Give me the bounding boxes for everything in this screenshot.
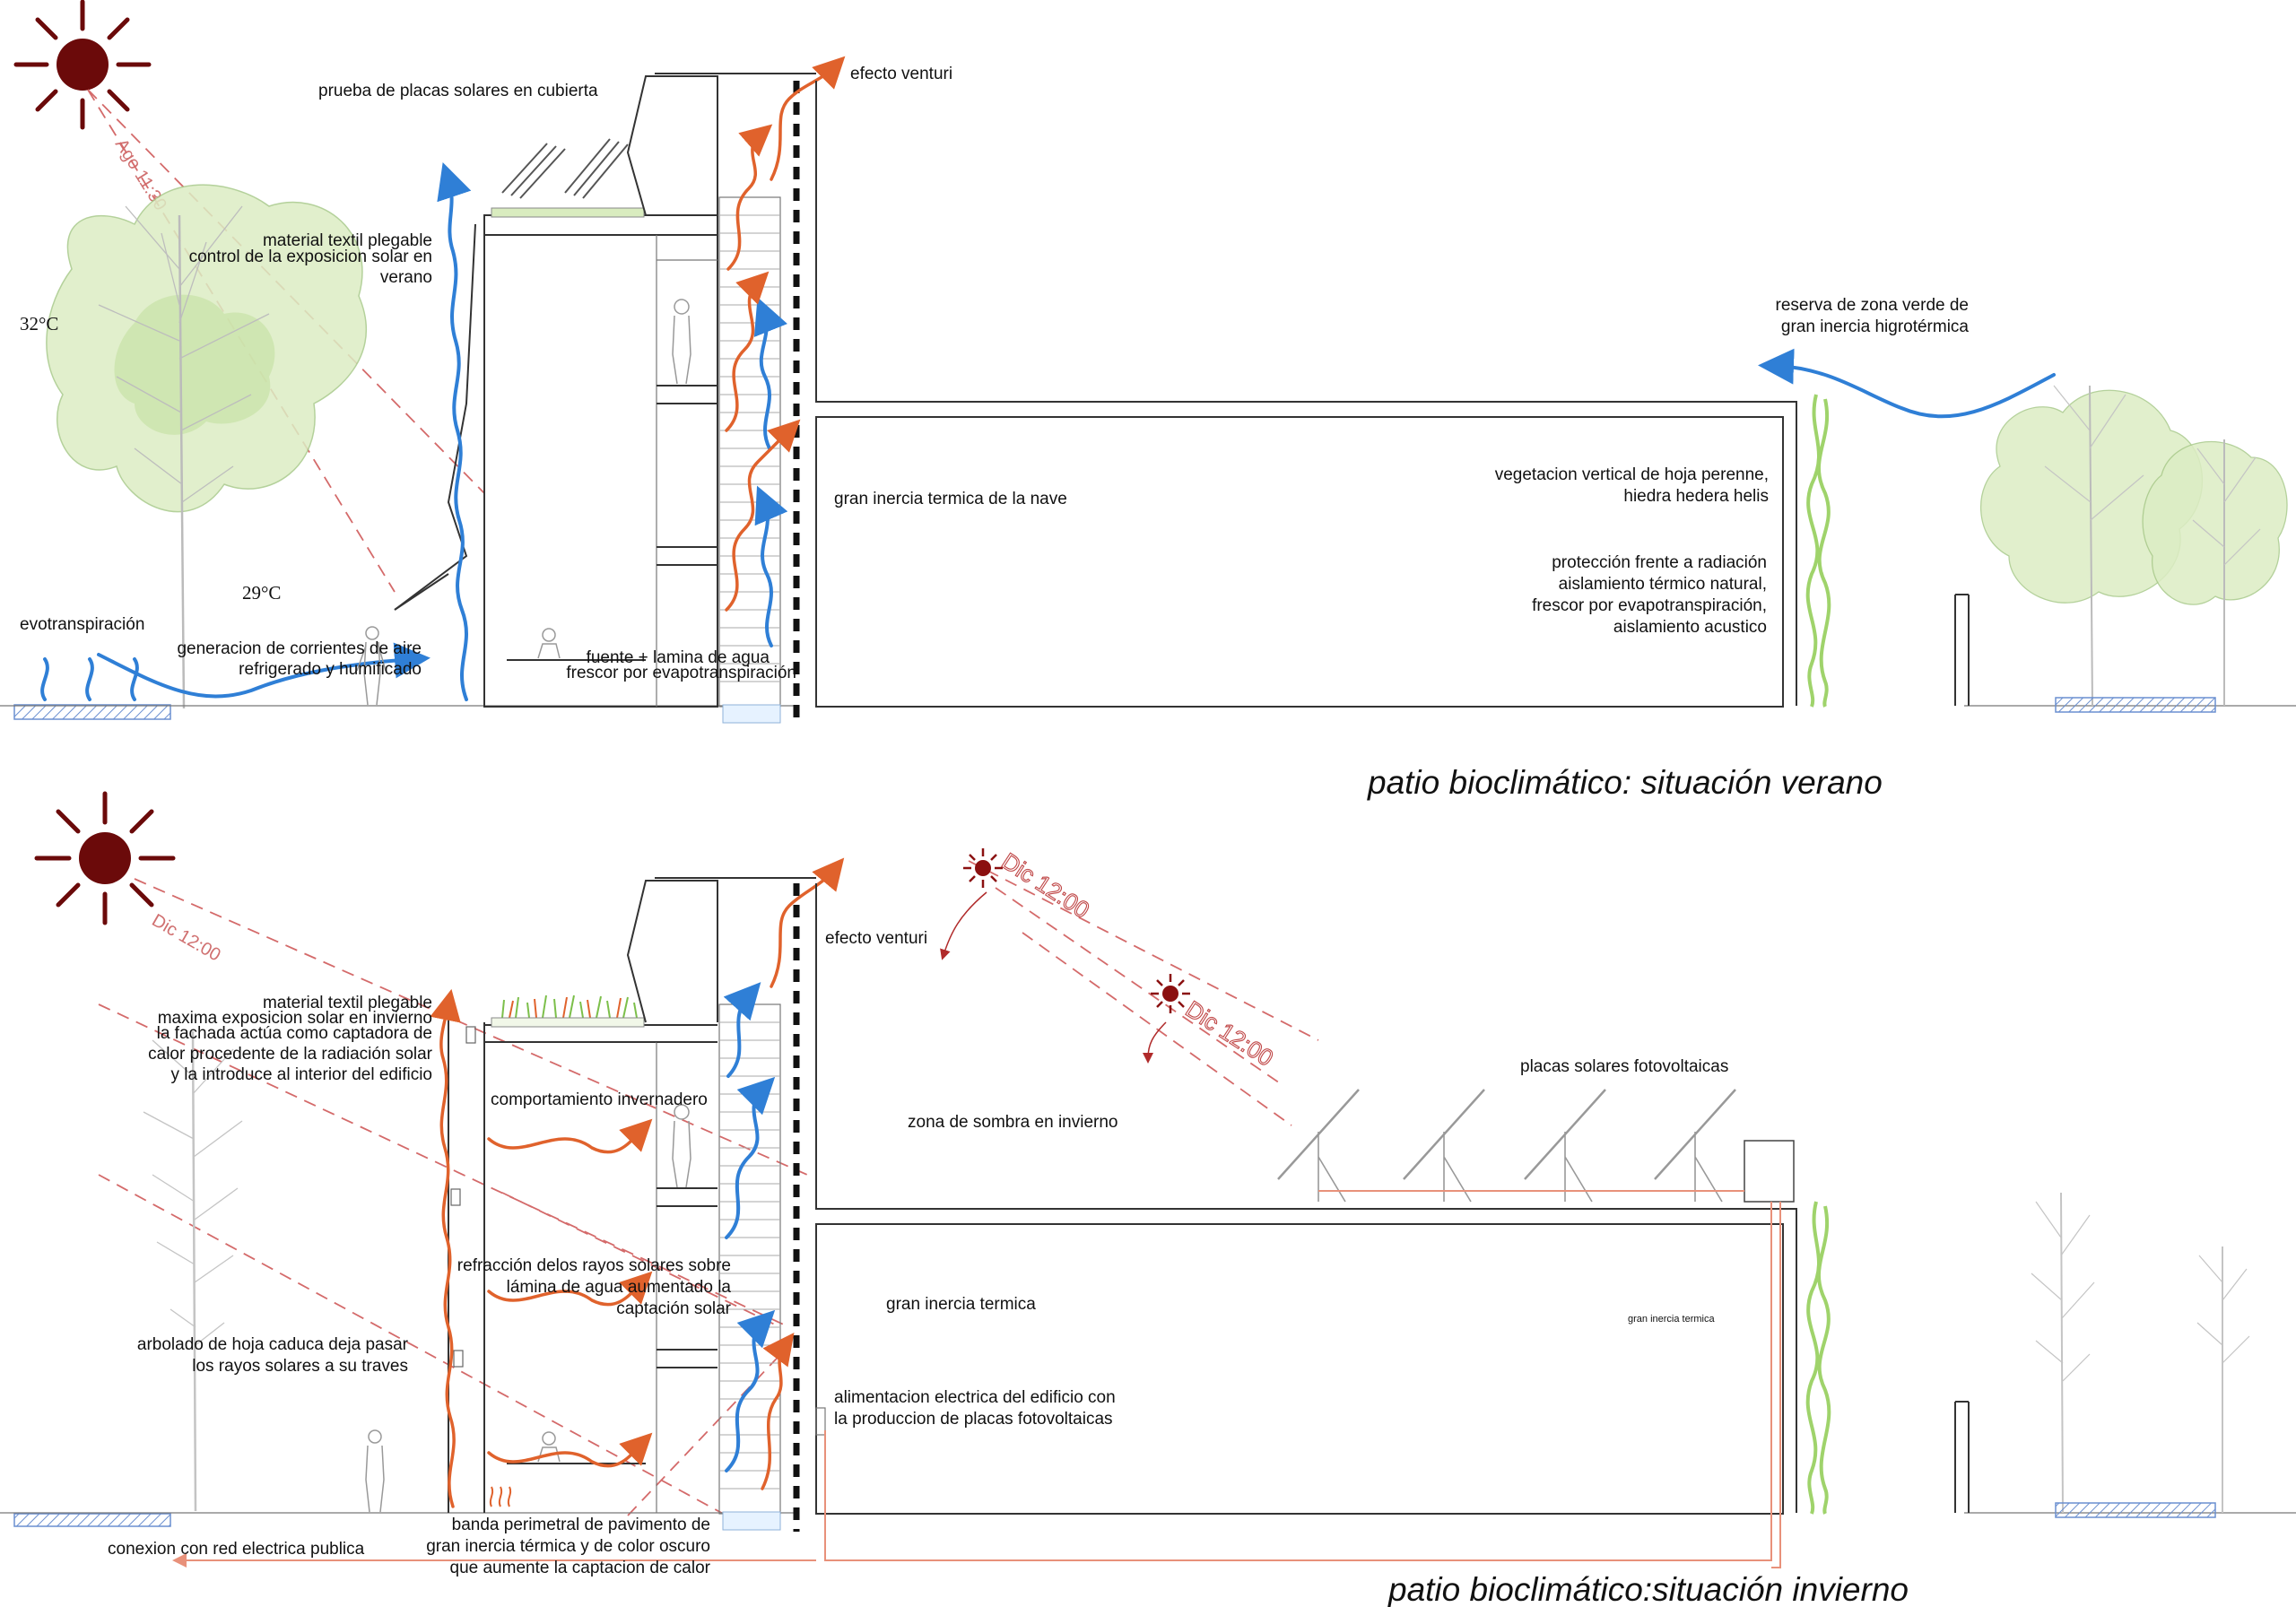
label-deciduous-1: arbolado de hoja caduca deja pasar [137, 1335, 409, 1354]
person-figure [356, 626, 387, 706]
temperature-low: 29°C [242, 582, 281, 604]
evotranspiration-waves [40, 657, 139, 701]
label-inertia-small: gran inercia termica [1628, 1314, 1715, 1325]
vertical-vegetation [1805, 394, 1831, 708]
winter-sun-rays [98, 860, 1319, 1516]
folding-textile-awning [394, 573, 449, 611]
cool-air-current [97, 642, 430, 699]
label-inertia: gran inercia termica [886, 1295, 1036, 1314]
label-textile-winter-5: y la introduce al interior del edificio [171, 1065, 433, 1084]
label-vertical-veg-2: hiedra hedera helis [1623, 487, 1769, 506]
label-venturi-summer: efecto venturi [850, 65, 952, 83]
label-air-currents-1: generacion de corrientes de aire [177, 639, 422, 658]
label-protection-3: frescor por evapotranspiración, [1532, 596, 1767, 615]
industrial-nave-summer [815, 81, 1970, 708]
label-refraction-1: refracción delos rayos solares sobre [457, 1256, 731, 1275]
sun-icon [34, 791, 176, 925]
winter-sun-time: Dic 12:00 [149, 910, 224, 965]
label-textile-winter-3: la fachada actúa como captadora de [157, 1024, 432, 1043]
cool-air-flow-winter [723, 982, 776, 1472]
winter-sun-time-label-b: Dic 12:00 [1181, 995, 1278, 1072]
label-green-reserve-1: reserva de zona verde de [1776, 296, 1969, 315]
label-textile-winter-2: maxima exposicion solar en invierno [158, 1009, 432, 1028]
summer-title: patio bioclimático: situación verano [1367, 764, 1883, 801]
warm-air-flow [725, 56, 846, 612]
label-grid-connection: conexion con red electrica publica [108, 1540, 365, 1559]
cool-air-from-green-reserve [1758, 348, 2056, 419]
label-deciduous-2: los rayos solares a su traves [192, 1357, 408, 1376]
temperature-high: 32°C [20, 313, 58, 334]
label-fountain-2: frescor por evapotranspiración [566, 664, 796, 682]
power-cable [172, 1190, 1781, 1568]
photovoltaic-panels [1277, 1089, 1736, 1203]
label-band-3: que aumente la captacion de calor [450, 1559, 711, 1577]
person-figure [365, 1429, 385, 1513]
label-pv-panels: placas solares fotovoltaicas [1520, 1057, 1728, 1076]
label-textile-winter-1: material textil plegable [263, 994, 432, 1012]
winter-title: patio bioclimático:situación invierno [1387, 1571, 1909, 1607]
summer-section: Ago 11:30 [0, 0, 2296, 801]
label-protection-4: aislamiento acustico [1613, 618, 1767, 637]
building-winter [448, 877, 816, 1532]
green-reserve-trees [1980, 385, 2288, 713]
label-greenhouse: comportamiento invernadero [491, 1090, 708, 1109]
building-summer [483, 73, 816, 725]
sun-icon [963, 848, 1003, 888]
label-solar-test: prueba de placas solares en cubierta [318, 82, 598, 100]
label-textile-summer-3: verano [380, 268, 432, 287]
label-textile-summer-2: control de la exposicion solar en [189, 248, 432, 266]
sun-arc-arrow [940, 891, 987, 960]
sun-arc-arrow [1143, 1021, 1167, 1064]
industrial-nave-winter [815, 883, 1970, 1515]
label-evotranspiration: evotranspiración [20, 615, 144, 634]
solar-test-panels [501, 138, 629, 199]
label-refraction-3: captación solar [616, 1299, 731, 1318]
water-pond [13, 704, 171, 720]
tree-winter-bare [143, 1030, 243, 1512]
label-air-currents-2: refrigerado y humificado [239, 660, 422, 679]
label-band-2: gran inercia térmica y de color oscuro [426, 1537, 710, 1556]
vertical-vegetation [1805, 1201, 1831, 1515]
label-textile-winter-4: calor procedente de la radiación solar [148, 1045, 433, 1064]
label-venturi-winter: efecto venturi [825, 929, 927, 948]
label-power-1: alimentacion electrica del edificio con [834, 1388, 1116, 1407]
label-green-reserve-2: gran inercia higrotérmica [1781, 317, 1970, 336]
folding-textile-awning [394, 223, 476, 611]
winter-section: Dic 12:00 Dic 12:00 [0, 791, 2296, 1607]
sun-icon [1151, 974, 1190, 1013]
label-textile-summer-1: material textil plegable [263, 231, 432, 250]
label-band-1: banda perimetral de pavimento de [452, 1516, 710, 1534]
label-fountain-1: fuente + lamina de agua [587, 648, 770, 667]
label-shade-zone: zona de sombra en invierno [908, 1113, 1118, 1132]
water-pond [13, 1513, 171, 1527]
winter-sun-time-label-a: Dic 12:00 [997, 847, 1094, 924]
tree-summer-foliage [46, 184, 367, 709]
sun-ray [87, 89, 485, 494]
label-refraction-2: lámina de agua aumentado la [507, 1278, 732, 1297]
sun-icon [13, 0, 152, 130]
bare-trees-right [2031, 1192, 2250, 1518]
cool-air-flow [437, 162, 788, 701]
label-protection-2: aislamiento térmico natural, [1559, 575, 1767, 594]
label-vertical-veg-1: vegetacion vertical de hoja perenne, [1495, 465, 1769, 484]
warm-air-flow-winter [430, 857, 845, 1508]
label-power-2: la produccion de placas fotovoltaicas [834, 1410, 1113, 1429]
label-protection-1: protección frente a radiación [1552, 553, 1767, 572]
label-nave-inertia: gran inercia termica de la nave [834, 490, 1067, 508]
